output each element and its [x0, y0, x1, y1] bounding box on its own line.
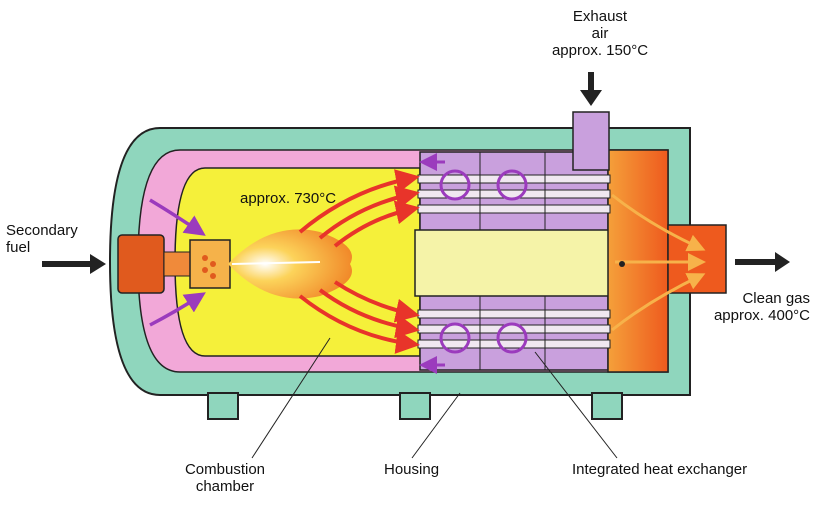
central-passage: [414, 229, 626, 297]
exhaust-arrow-icon: [580, 72, 602, 106]
burner: [117, 234, 231, 294]
housing-foot: [591, 392, 623, 420]
exchanger-flow-arrows: [419, 153, 528, 374]
housing-label: Housing: [384, 461, 440, 478]
heat-flow-arrows: [298, 169, 420, 354]
secondary-fuel-label: Secondary fuel: [6, 222, 78, 256]
exhaust-chimney: [572, 111, 610, 171]
tubes-lower: [417, 309, 611, 349]
outlet-flow-arrows: [611, 193, 706, 332]
flame-icon: [228, 229, 352, 299]
housing-foot: [207, 392, 239, 420]
clean-gas-arrow-icon: [735, 252, 790, 272]
chamber-temperature-label: approx. 730°C: [240, 190, 337, 207]
clean-gas-label: Clean gas approx. 400°C: [713, 290, 810, 324]
tubes-upper: [417, 174, 611, 214]
fuel-arrow-icon: [42, 254, 106, 274]
leader-lines: [251, 337, 618, 459]
exchanger-dividers: [479, 152, 546, 370]
burner-air-arrows: [149, 198, 206, 327]
housing-foot: [399, 392, 431, 420]
exhaust-label: Exhaust air approx. 150°C: [551, 8, 649, 59]
heat-exchanger-label: Integrated heat exchanger: [572, 461, 748, 478]
combustion-chamber-label: Combustion chamber: [184, 461, 266, 495]
